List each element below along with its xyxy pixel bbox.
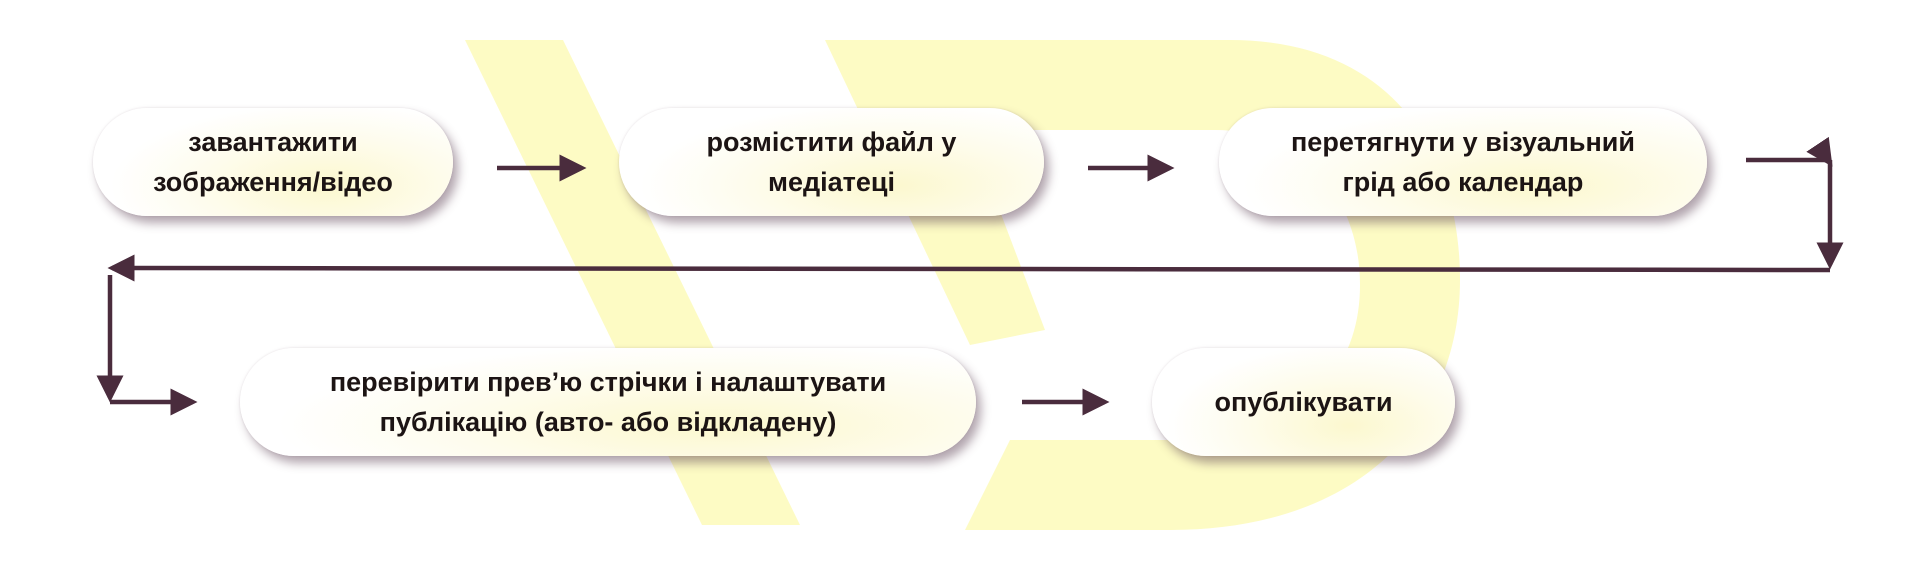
step-publish: опублікувати bbox=[1152, 348, 1455, 456]
step-drag-to-grid-label: перетягнути у візуальний грід або календ… bbox=[1291, 127, 1635, 197]
step-drag-to-grid: перетягнути у візуальний грід або календ… bbox=[1219, 108, 1707, 216]
step-upload-label: завантажити зображення/відео bbox=[153, 127, 393, 197]
step-media-library: розмістити файл у медіатеці bbox=[619, 108, 1044, 216]
step-preview-and-schedule: перевірити прев’ю стрічки і налаштувати … bbox=[240, 348, 976, 456]
step-upload: завантажити зображення/відео bbox=[93, 108, 453, 216]
arrow-return-left bbox=[107, 254, 1831, 282]
arrow-grid-down bbox=[1746, 136, 1833, 167]
step-media-library-label: розмістити файл у медіатеці bbox=[706, 127, 957, 197]
step-preview-and-schedule-label: перевірити прев’ю стрічки і налаштувати … bbox=[329, 367, 887, 437]
step-publish-label: опублікувати bbox=[1214, 387, 1393, 417]
